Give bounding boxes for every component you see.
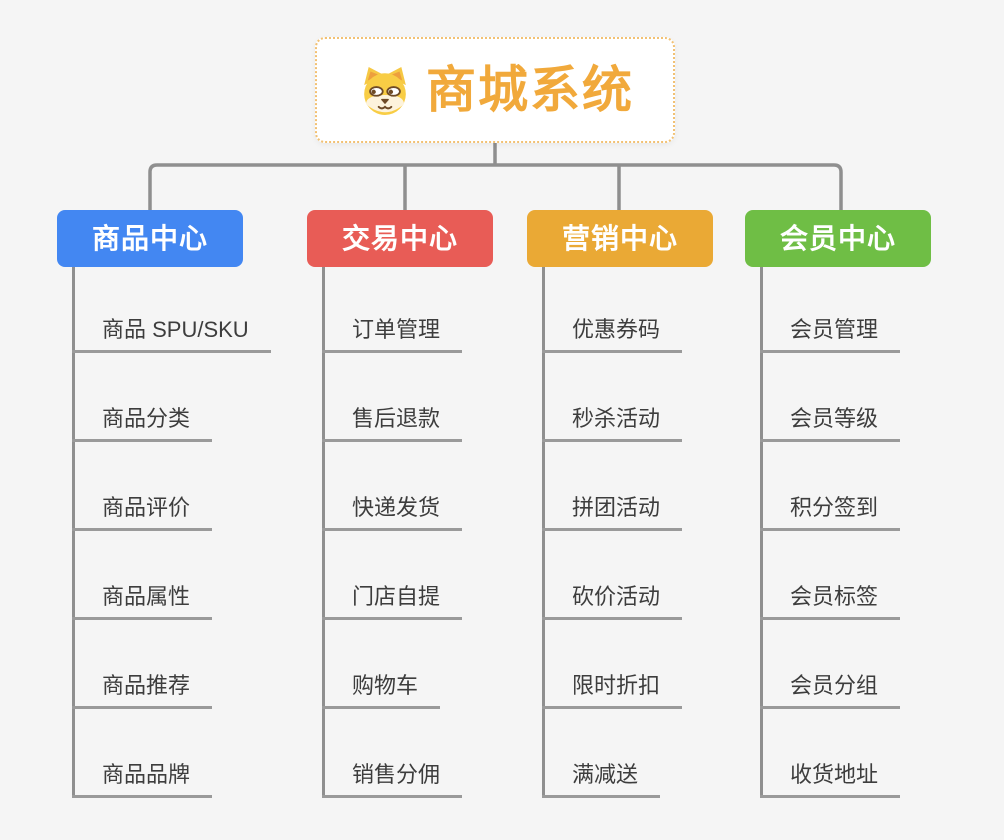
child-cell: 拼团活动: [542, 442, 752, 531]
child-cell: 收货地址: [760, 709, 970, 798]
child-cell: 秒杀活动: [542, 353, 752, 442]
dog-face-icon: [356, 64, 414, 117]
child-node[interactable]: 砍价活动: [542, 584, 683, 620]
branch-spine: [542, 267, 545, 798]
child-node[interactable]: 优惠券码: [542, 317, 683, 353]
branch-spine: [72, 267, 75, 798]
branch-column-trade-center: 订单管理售后退款快递发货门店自提购物车销售分佣: [322, 267, 532, 798]
branch-column-member-center: 会员管理会员等级积分签到会员标签会员分组收货地址: [760, 267, 970, 798]
branch-label: 交易中心: [341, 222, 458, 254]
child-cell: 商品 SPU/SKU: [72, 267, 282, 353]
child-node[interactable]: 商品推荐: [72, 673, 213, 709]
main-rail-line: [148, 163, 843, 211]
child-cell: 积分签到: [760, 442, 970, 531]
child-cell: 优惠券码: [542, 267, 752, 353]
branch-node-product-center[interactable]: 商品中心: [57, 210, 243, 267]
child-cell: 砍价活动: [542, 531, 752, 620]
child-cell: 会员等级: [760, 353, 970, 442]
branch-spine: [760, 267, 763, 798]
root-title: 商城系统: [426, 62, 634, 118]
child-cell: 订单管理: [322, 267, 532, 353]
child-cell: 会员标签: [760, 531, 970, 620]
child-node[interactable]: 收货地址: [760, 762, 901, 798]
child-cell: 快递发货: [322, 442, 532, 531]
child-node[interactable]: 限时折扣: [542, 673, 683, 709]
child-node[interactable]: 门店自提: [322, 584, 463, 620]
branch-node-marketing-center[interactable]: 营销中心: [527, 210, 713, 267]
child-cell: 商品推荐: [72, 620, 282, 709]
child-node[interactable]: 会员管理: [760, 317, 901, 353]
child-node[interactable]: 会员等级: [760, 406, 901, 442]
child-node[interactable]: 秒杀活动: [542, 406, 683, 442]
child-node[interactable]: 拼团活动: [542, 495, 683, 531]
child-cell: 会员管理: [760, 267, 970, 353]
child-cell: 会员分组: [760, 620, 970, 709]
branch-label: 商品中心: [91, 222, 208, 254]
branch-label: 会员中心: [779, 222, 896, 254]
child-node[interactable]: 快递发货: [322, 495, 463, 531]
child-node[interactable]: 商品 SPU/SKU: [72, 317, 271, 353]
branch-column-marketing-center: 优惠券码秒杀活动拼团活动砍价活动限时折扣满减送: [542, 267, 752, 798]
child-node[interactable]: 商品评价: [72, 495, 213, 531]
child-node[interactable]: 购物车: [322, 673, 441, 709]
child-node[interactable]: 积分签到: [760, 495, 901, 531]
child-node[interactable]: 销售分佣: [322, 762, 463, 798]
branch-node-trade-center[interactable]: 交易中心: [307, 210, 493, 267]
branch-node-member-center[interactable]: 会员中心: [745, 210, 931, 267]
child-node[interactable]: 会员分组: [760, 673, 901, 709]
child-node[interactable]: 商品品牌: [72, 762, 213, 798]
child-cell: 限时折扣: [542, 620, 752, 709]
branch-spine: [322, 267, 325, 798]
branch-label: 营销中心: [561, 222, 678, 254]
child-cell: 商品属性: [72, 531, 282, 620]
child-cell: 商品品牌: [72, 709, 282, 798]
child-cell: 售后退款: [322, 353, 532, 442]
child-node[interactable]: 商品属性: [72, 584, 213, 620]
child-cell: 购物车: [322, 620, 532, 709]
child-node[interactable]: 会员标签: [760, 584, 901, 620]
root-node[interactable]: 商城系统: [315, 37, 675, 143]
child-node[interactable]: 售后退款: [322, 406, 463, 442]
child-cell: 门店自提: [322, 531, 532, 620]
branch-column-product-center: 商品 SPU/SKU 商品分类商品评价商品属性商品推荐商品品牌: [72, 267, 282, 798]
child-cell: 商品分类: [72, 353, 282, 442]
child-cell: 商品评价: [72, 442, 282, 531]
child-node[interactable]: 满减送: [542, 762, 661, 798]
child-cell: 销售分佣: [322, 709, 532, 798]
child-node[interactable]: 商品分类: [72, 406, 213, 442]
child-cell: 满减送: [542, 709, 752, 798]
child-node[interactable]: 订单管理: [322, 317, 463, 353]
